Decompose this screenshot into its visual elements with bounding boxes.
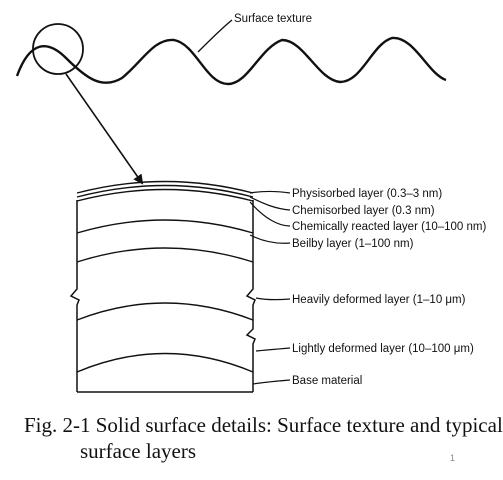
layer-line-beilby — [76, 219, 254, 234]
leader-heavily-deformed — [255, 297, 291, 301]
leader-chemically-reacted — [249, 201, 291, 227]
layer-line-base-material — [76, 352, 254, 373]
leader-physisorbed — [249, 190, 291, 194]
layer-line-physisorbed — [76, 180, 254, 194]
label-base-material: Base material — [292, 375, 362, 387]
zoom-arrow — [65, 73, 144, 185]
label-chemically-reacted: Chemically reacted layer (10–100 nm) — [292, 221, 486, 233]
leader-chemisorbed — [249, 196, 291, 211]
label-beilby: Beilby layer (1–100 nm) — [292, 238, 414, 250]
layer-line-lightly-deformed — [76, 302, 254, 321]
layer-line-chemically-reacted — [76, 188, 254, 202]
surface-texture-wave — [15, 36, 447, 86]
leader-lightly-deformed — [255, 347, 291, 352]
magnifier-circle — [32, 23, 84, 75]
surface-layers-diagram: Surface texture Physisorbed layer (0.3–3… — [15, 13, 486, 393]
leader-base-material — [252, 379, 291, 385]
surface-texture-leader — [197, 19, 233, 53]
figure-caption: Fig. 2-1 Solid surface details: Surface … — [0, 412, 503, 464]
caption-line-1: Fig. 2-1 Solid surface details: Surface … — [24, 413, 503, 437]
label-chemisorbed: Chemisorbed layer (0.3 nm) — [292, 205, 435, 217]
caption-line-2: surface layers — [80, 439, 197, 463]
layer-line-heavily-deformed — [76, 247, 254, 263]
surface-texture-label: Surface texture — [234, 13, 312, 25]
label-heavily-deformed: Heavily deformed layer (1–10 μm) — [292, 294, 466, 306]
block-right-side — [245, 200, 256, 392]
layer-line-chemisorbed — [76, 184, 254, 198]
page-number: 1 — [450, 453, 456, 463]
leader-beilby — [249, 234, 291, 244]
label-physisorbed: Physisorbed layer (0.3–3 nm) — [292, 188, 442, 200]
block-left-side — [69, 200, 80, 392]
label-lightly-deformed: Lightly deformed layer (10–100 μm) — [292, 343, 474, 355]
